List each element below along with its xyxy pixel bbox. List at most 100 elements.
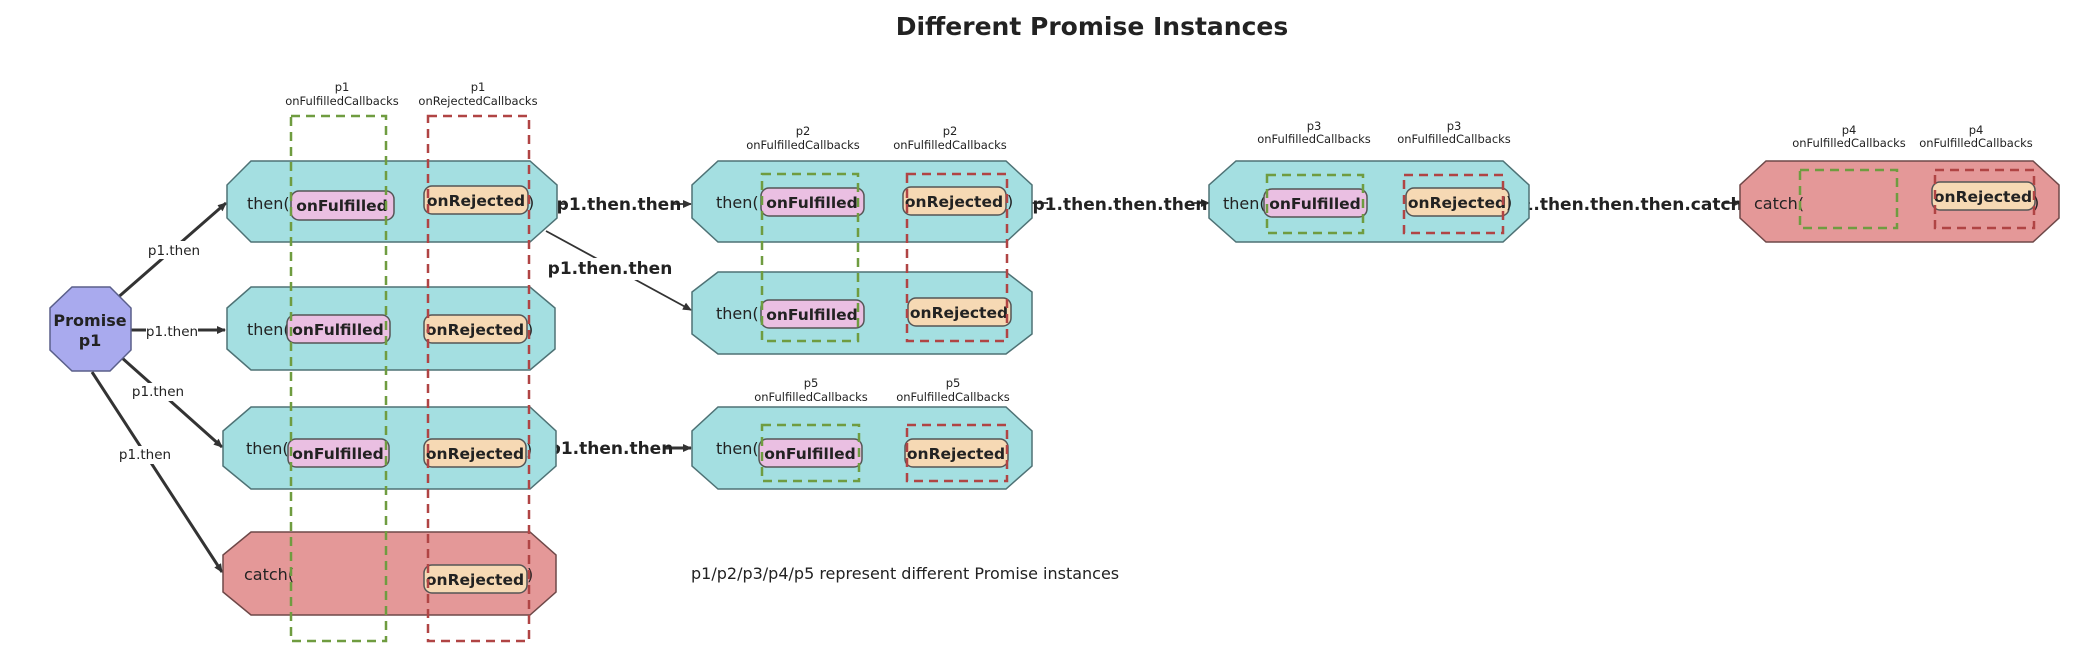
p2-rej-kind: onFulfilledCallbacks xyxy=(893,138,1007,152)
edge-label-b: p1.then xyxy=(146,324,198,340)
then-node-1: then( onFulfilled onRejected ) xyxy=(226,160,558,243)
then-node-2-open: then( xyxy=(247,320,290,339)
then-node-p2b: then( onFulfilled onRejected xyxy=(691,271,1033,355)
p2-ful-kind: onFulfilledCallbacks xyxy=(746,138,860,152)
p3-ful-kind: onFulfilledCallbacks xyxy=(1257,132,1371,146)
then-node-2-onrejected-label: onRejected xyxy=(426,321,524,339)
then-node-3-onfulfilled-label: onFulfilled xyxy=(292,445,384,463)
p1-rej-name: p1 xyxy=(471,80,486,94)
then-node-3-close: ) xyxy=(526,440,532,459)
p4-fulfilled-callbacks-box xyxy=(1798,168,1899,230)
edge-label-a: p1.then xyxy=(148,243,200,259)
p2-rejected-callbacks-box xyxy=(905,172,1009,343)
p5-rej-kind: onFulfilledCallbacks xyxy=(896,390,1010,404)
then-node-p3-onfulfilled-label: onFulfilled xyxy=(1269,195,1361,213)
then-node-1-close: ) xyxy=(528,193,534,212)
p4-ful-kind: onFulfilledCallbacks xyxy=(1792,136,1906,150)
then-node-2: then( onFulfilled onRejected ) xyxy=(226,286,556,371)
edge-label-i: p1.then.then.then.catch xyxy=(1509,195,1742,215)
p3-ful-name: p3 xyxy=(1307,119,1322,133)
p1-ful-kind: onFulfilledCallbacks xyxy=(285,94,399,108)
p3-rejected-callbacks-box xyxy=(1402,173,1505,235)
edge-label-g: p1.then.then xyxy=(549,439,674,459)
then-node-2-shape xyxy=(226,286,556,371)
root-promise-p1: Promise p1 xyxy=(49,286,132,372)
p5-rej-name: p5 xyxy=(946,376,961,390)
then-node-2-onfulfilled-label: onFulfilled xyxy=(292,321,384,339)
edges xyxy=(90,199,1741,573)
then-node-1-onfulfilled-label: onFulfilled xyxy=(296,197,388,215)
then-node-3: then( onFulfilled onRejected ) xyxy=(222,406,557,490)
p2-fulfilled-callbacks-box xyxy=(760,172,860,343)
p3-rej-kind: onFulfilledCallbacks xyxy=(1397,132,1511,146)
edge-labels: p1.then p1.then p1.then p1.then p1.then.… xyxy=(118,194,1743,464)
then-node-3-onrejected xyxy=(423,438,527,468)
then-node-p2b-open: then( xyxy=(716,304,759,323)
edge-label-c: p1.then xyxy=(132,384,184,400)
catch-node-p4-open: catch( xyxy=(1754,194,1804,213)
then-node-p3-close: ) xyxy=(1506,193,1512,212)
catch-node-p4-close: ) xyxy=(2033,193,2039,212)
root-label-line1: Promise xyxy=(53,311,126,330)
catch-node-p4-onrejected-label: onRejected xyxy=(1934,188,2032,206)
then-node-2-onrejected xyxy=(423,314,528,344)
edge-label-e: p1.then.then xyxy=(557,195,682,215)
p2-rej-name: p2 xyxy=(943,124,958,138)
then-node-3-onrejected-label: onRejected xyxy=(426,445,524,463)
then-node-p2b-onrejected-label: onRejected xyxy=(910,304,1008,322)
then-node-p5: then( onFulfilled onRejected xyxy=(691,406,1033,490)
then-node-1-open: then( xyxy=(247,194,290,213)
p4-rej-kind: onFulfilledCallbacks xyxy=(1919,136,2033,150)
p5-fulfilled-callbacks-box xyxy=(760,423,861,483)
then-node-p5-open: then( xyxy=(716,439,759,458)
then-node-1-onrejected-label: onRejected xyxy=(427,192,525,210)
then-node-p3-onfulfilled xyxy=(1263,188,1368,218)
then-node-p2b-onfulfilled-label: onFulfilled xyxy=(766,306,858,324)
p4-ful-name: p4 xyxy=(1842,123,1857,137)
then-node-p3-onrejected-label: onRejected xyxy=(1408,194,1506,212)
then-node-2-onfulfilled xyxy=(286,314,391,344)
catch-node-1-open: catch( xyxy=(244,565,294,584)
then-node-p2a-onfulfilled-label: onFulfilled xyxy=(766,194,858,212)
p1-fulfilled-callbacks-box xyxy=(289,114,388,643)
p5-rejected-callbacks-box xyxy=(905,423,1009,483)
then-node-1-onfulfilled xyxy=(290,190,395,221)
edge-label-h: p1.then.then.then xyxy=(1033,195,1208,215)
catch-node-p4: catch( onRejected ) xyxy=(1739,160,2060,243)
p1-rej-kind: onRejectedCallbacks xyxy=(418,94,537,108)
p1-ful-name: p1 xyxy=(335,80,350,94)
then-node-p2a-close: ) xyxy=(1007,192,1013,211)
p5-ful-kind: onFulfilledCallbacks xyxy=(754,390,868,404)
catch-node-1-onrejected xyxy=(423,564,528,594)
edge-root-to-catch xyxy=(90,371,224,573)
p4-rej-name: p4 xyxy=(1969,123,1984,137)
catch-node-1: catch( onRejected ) xyxy=(222,531,557,616)
p3-rej-name: p3 xyxy=(1447,119,1462,133)
then-node-p2b-onfulfilled xyxy=(760,299,865,329)
root-label-line2: p1 xyxy=(79,331,102,350)
catch-node-1-onrejected-label: onRejected xyxy=(426,571,524,589)
then-node-3-open: then( xyxy=(246,439,289,458)
then-node-p3: then( onFulfilled onRejected ) xyxy=(1208,160,1530,243)
then-node-p3-onrejected xyxy=(1405,187,1510,217)
p4-rejected-callbacks-box xyxy=(1933,168,2036,230)
edge-label-f: p1.then.then xyxy=(548,259,673,279)
footnote: p1/p2/p3/p4/p5 represent different Promi… xyxy=(691,564,1119,583)
then-node-p3-open: then( xyxy=(1223,194,1266,213)
then-node-p2a-onrejected-label: onRejected xyxy=(905,193,1003,211)
then-node-p2a: then( onFulfilled onRejected ) xyxy=(691,160,1033,243)
then-node-p5-onfulfilled xyxy=(758,438,863,468)
p1-rejected-callbacks-box xyxy=(426,114,531,643)
root-shape xyxy=(49,286,132,372)
p2-ful-name: p2 xyxy=(796,124,811,138)
then-node-3-onfulfilled xyxy=(287,438,390,468)
then-node-p2a-open: then( xyxy=(716,193,759,212)
p5-ful-name: p5 xyxy=(804,376,819,390)
edge-root-to-then-3 xyxy=(120,355,223,449)
then-node-p5-onfulfilled-label: onFulfilled xyxy=(764,445,856,463)
then-node-p3-shape xyxy=(1208,160,1530,243)
diagram-title: Different Promise Instances xyxy=(896,12,1289,41)
then-node-2-close: ) xyxy=(527,320,533,339)
p3-fulfilled-callbacks-box xyxy=(1265,173,1365,235)
